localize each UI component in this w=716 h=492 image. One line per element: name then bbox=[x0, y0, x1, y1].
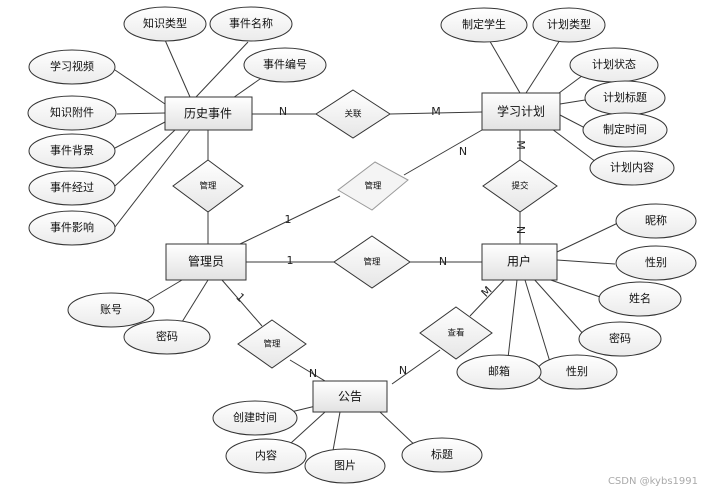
attribute-nickname-label: 昵称 bbox=[645, 213, 667, 227]
entity-history-event: 历史事件 bbox=[164, 96, 253, 131]
entity-admin: 管理员 bbox=[165, 243, 247, 281]
attribute-notice-content: 内容 bbox=[225, 438, 307, 474]
relationship-submit: 提交 bbox=[482, 159, 558, 213]
attribute-notice-content-label: 内容 bbox=[255, 448, 277, 462]
cardinality-notice-admin: N bbox=[309, 367, 317, 380]
attribute-event-background-label: 事件背景 bbox=[50, 143, 94, 157]
entity-user: 用户 bbox=[481, 243, 558, 281]
attribute-user-email: 邮箱 bbox=[456, 354, 542, 390]
attribute-user-name: 姓名 bbox=[598, 281, 682, 317]
attribute-notice-title: 标题 bbox=[401, 437, 483, 473]
entity-study-plan-label: 学习计划 bbox=[497, 104, 545, 119]
cardinality-plan-submit: M bbox=[514, 140, 527, 150]
attribute-user-gender-1-label: 性别 bbox=[645, 255, 667, 269]
watermark: CSDN @kybs1991 bbox=[608, 476, 698, 487]
attribute-admin-account-label: 账号 bbox=[100, 303, 122, 316]
attribute-user-name-label: 姓名 bbox=[629, 291, 651, 305]
attribute-user-password-label: 密码 bbox=[609, 331, 631, 345]
cardinality-user-manage: N bbox=[439, 255, 447, 268]
attribute-user-gender-2-label: 性别 bbox=[566, 364, 588, 378]
entity-admin-label: 管理员 bbox=[188, 254, 224, 269]
attribute-event-name-label: 事件名称 bbox=[229, 16, 273, 30]
attribute-plan-status: 计划状态 bbox=[569, 47, 659, 83]
relationship-view-label: 查看 bbox=[447, 328, 464, 339]
attribute-admin-password-label: 密码 bbox=[156, 329, 178, 343]
attribute-plan-time-label: 制定时间 bbox=[603, 122, 647, 136]
attribute-plan-status-label: 计划状态 bbox=[592, 57, 636, 71]
attribute-event-process-label: 事件经过 bbox=[50, 181, 94, 194]
attribute-nickname: 昵称 bbox=[615, 203, 697, 239]
attribute-event-number: 事件编号 bbox=[243, 47, 327, 83]
attribute-plan-student: 制定学生 bbox=[440, 7, 528, 43]
attribute-notice-title-label: 标题 bbox=[431, 447, 453, 461]
attribute-event-impact-label: 事件影响 bbox=[50, 221, 94, 234]
relationship-manage-plan-label: 管理 bbox=[364, 181, 382, 192]
relationship-manage-notice-label: 管理 bbox=[263, 339, 281, 350]
cardinality-labels: N M 1 N M N 1 N 1 N M N bbox=[233, 105, 527, 380]
cardinality-admin-plan: 1 bbox=[285, 213, 292, 226]
attribute-notice-image: 图片 bbox=[304, 448, 386, 484]
entity-user-label: 用户 bbox=[507, 254, 531, 269]
relationship-related-label: 关联 bbox=[344, 109, 362, 120]
attribute-user-email-label: 邮箱 bbox=[488, 364, 510, 378]
attribute-plan-student-label: 制定学生 bbox=[462, 17, 506, 31]
relationship-manage-plan: 管理 bbox=[337, 161, 409, 211]
attribute-user-password: 密码 bbox=[578, 321, 662, 357]
entity-history-event-label: 历史事件 bbox=[184, 107, 232, 121]
attribute-admin-password: 密码 bbox=[123, 319, 211, 355]
attribute-created-time-label: 创建时间 bbox=[233, 410, 277, 424]
relationship-view: 查看 bbox=[419, 306, 493, 360]
attribute-knowledge-attachment-label: 知识附件 bbox=[50, 105, 94, 119]
attribute-knowledge-attachment: 知识附件 bbox=[27, 95, 117, 131]
attribute-event-name: 事件名称 bbox=[209, 6, 293, 42]
relationship-manage-event-label: 管理 bbox=[199, 181, 217, 192]
cardinality-plan-related: M bbox=[431, 105, 441, 118]
cardinality-admin-user: 1 bbox=[287, 254, 294, 267]
attribute-plan-content-label: 计划内容 bbox=[610, 160, 654, 174]
relationship-manage-user: 管理 bbox=[333, 235, 411, 289]
attribute-notice-image-label: 图片 bbox=[334, 459, 356, 472]
attribute-knowledge-type: 知识类型 bbox=[123, 6, 207, 42]
attribute-plan-type-label: 计划类型 bbox=[547, 17, 591, 31]
attribute-plan-time: 制定时间 bbox=[582, 112, 668, 148]
attribute-event-process: 事件经过 bbox=[28, 170, 116, 206]
attribute-plan-title-label: 计划标题 bbox=[603, 90, 647, 104]
attribute-user-gender-1: 性别 bbox=[615, 245, 697, 281]
cardinality-notice-view: N bbox=[399, 364, 407, 377]
attribute-plan-content: 计划内容 bbox=[589, 150, 675, 186]
relationship-manage-notice: 管理 bbox=[237, 319, 307, 369]
entity-notice-label: 公告 bbox=[338, 390, 362, 404]
attribute-plan-title: 计划标题 bbox=[584, 80, 666, 116]
cardinality-plan-manage: N bbox=[459, 145, 467, 158]
cardinality-user-view: M bbox=[479, 284, 495, 300]
attribute-created-time: 创建时间 bbox=[212, 400, 298, 436]
attribute-event-background: 事件背景 bbox=[28, 133, 116, 169]
entity-study-plan: 学习计划 bbox=[481, 92, 561, 131]
attribute-user-gender-2: 性别 bbox=[536, 354, 618, 390]
attribute-admin-account: 账号 bbox=[67, 292, 155, 328]
attribute-study-video: 学习视频 bbox=[28, 49, 116, 85]
relationship-manage-user-label: 管理 bbox=[363, 257, 381, 268]
attribute-plan-type: 计划类型 bbox=[532, 7, 606, 43]
relationship-manage-event: 管理 bbox=[172, 159, 244, 213]
attribute-event-number-label: 事件编号 bbox=[263, 57, 307, 71]
attribute-study-video-label: 学习视频 bbox=[50, 59, 94, 73]
cardinality-user-submit: N bbox=[514, 226, 527, 234]
relationship-related: 关联 bbox=[315, 89, 391, 139]
attribute-knowledge-type-label: 知识类型 bbox=[143, 16, 187, 30]
attribute-event-impact: 事件影响 bbox=[28, 210, 116, 246]
cardinality-admin-notice: 1 bbox=[233, 291, 247, 305]
relationship-submit-label: 提交 bbox=[511, 181, 529, 192]
entity-notice: 公告 bbox=[312, 380, 388, 413]
cardinality-event-related: N bbox=[279, 105, 287, 118]
